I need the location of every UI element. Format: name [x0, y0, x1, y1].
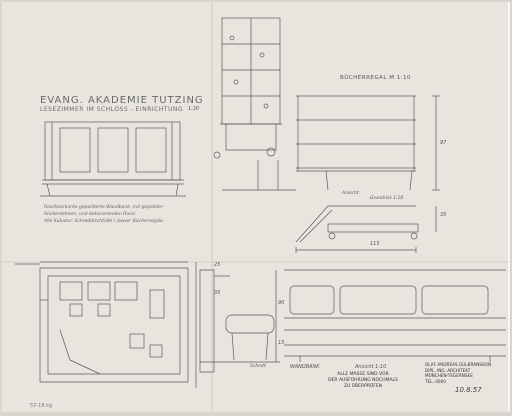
grundriss-label: Grundriss 1:10 — [370, 196, 404, 201]
verification-stamp: ALLE MASSE SIND VOR DER AUSFÜHRUNG NOCHM… — [320, 372, 406, 390]
tiled-stove-elevation — [213, 17, 296, 191]
wandbank-label: WANDBANK — [290, 364, 320, 370]
dimension-depth: 35 — [440, 212, 447, 218]
note-line: Alle Kubatur: Schreibtischtafel / zweier… — [44, 219, 165, 224]
office-line: OLAF ANDREAS GULBRANSSON — [425, 362, 491, 367]
stamp-line: ZU ÜBERPRÜFEN — [343, 384, 383, 389]
ansicht-scale-label: Ansicht 1:10 — [355, 364, 387, 370]
bookshelf-plan — [295, 205, 437, 253]
schnitt-label: Schnitt — [250, 364, 266, 369]
bench-section — [199, 269, 280, 373]
floor-plan — [15, 261, 197, 388]
office-line: DIPL. ING. ARCHITEKT — [425, 367, 471, 373]
bookshelf-label: BÜCHERREGAL M 1:10 — [340, 75, 412, 81]
dimension-small: 25 — [214, 262, 221, 268]
dimension-small: 90 — [278, 300, 285, 306]
note-line: Rückenlehnen, und dekorierenden Rand. — [44, 212, 137, 217]
drawing-date: 10.8.57 — [455, 386, 482, 394]
bookshelf-elevation — [296, 95, 440, 191]
ansicht-label: Ansicht — [342, 191, 359, 196]
note-line: Rosshaarkante gepolsterte Wandbank, mit … — [44, 205, 165, 210]
drawing-subtitle: LESEZIMMER IM SCHLOSS - EINRICHTUNG — [40, 106, 184, 113]
dimension-width: 115 — [370, 241, 380, 247]
dimension-small: 35 — [214, 290, 221, 296]
dimension-height: 97 — [440, 140, 447, 146]
architect-stamp: OLAF ANDREAS GULBRANSSON DIPL. ING. ARCH… — [425, 362, 507, 384]
office-line: MÜNCHEN-TEGERNSEE — [425, 373, 473, 378]
wall-bench-elevation — [284, 269, 506, 362]
dimension-small: 15 — [278, 340, 285, 346]
corner-note: 57-18 kg — [30, 403, 53, 409]
drawing-title: EVANG. AKADEMIE TUTZING — [40, 95, 204, 106]
stamp-line: ALLE MASSE SIND VOR — [337, 372, 389, 377]
main-scale: 1:20 — [188, 106, 200, 112]
wall-elevation — [40, 121, 186, 197]
office-line: TEL. 0000 — [425, 378, 446, 384]
stamp-line: DER AUSFÜHRUNG NOCHMALS — [328, 378, 398, 383]
